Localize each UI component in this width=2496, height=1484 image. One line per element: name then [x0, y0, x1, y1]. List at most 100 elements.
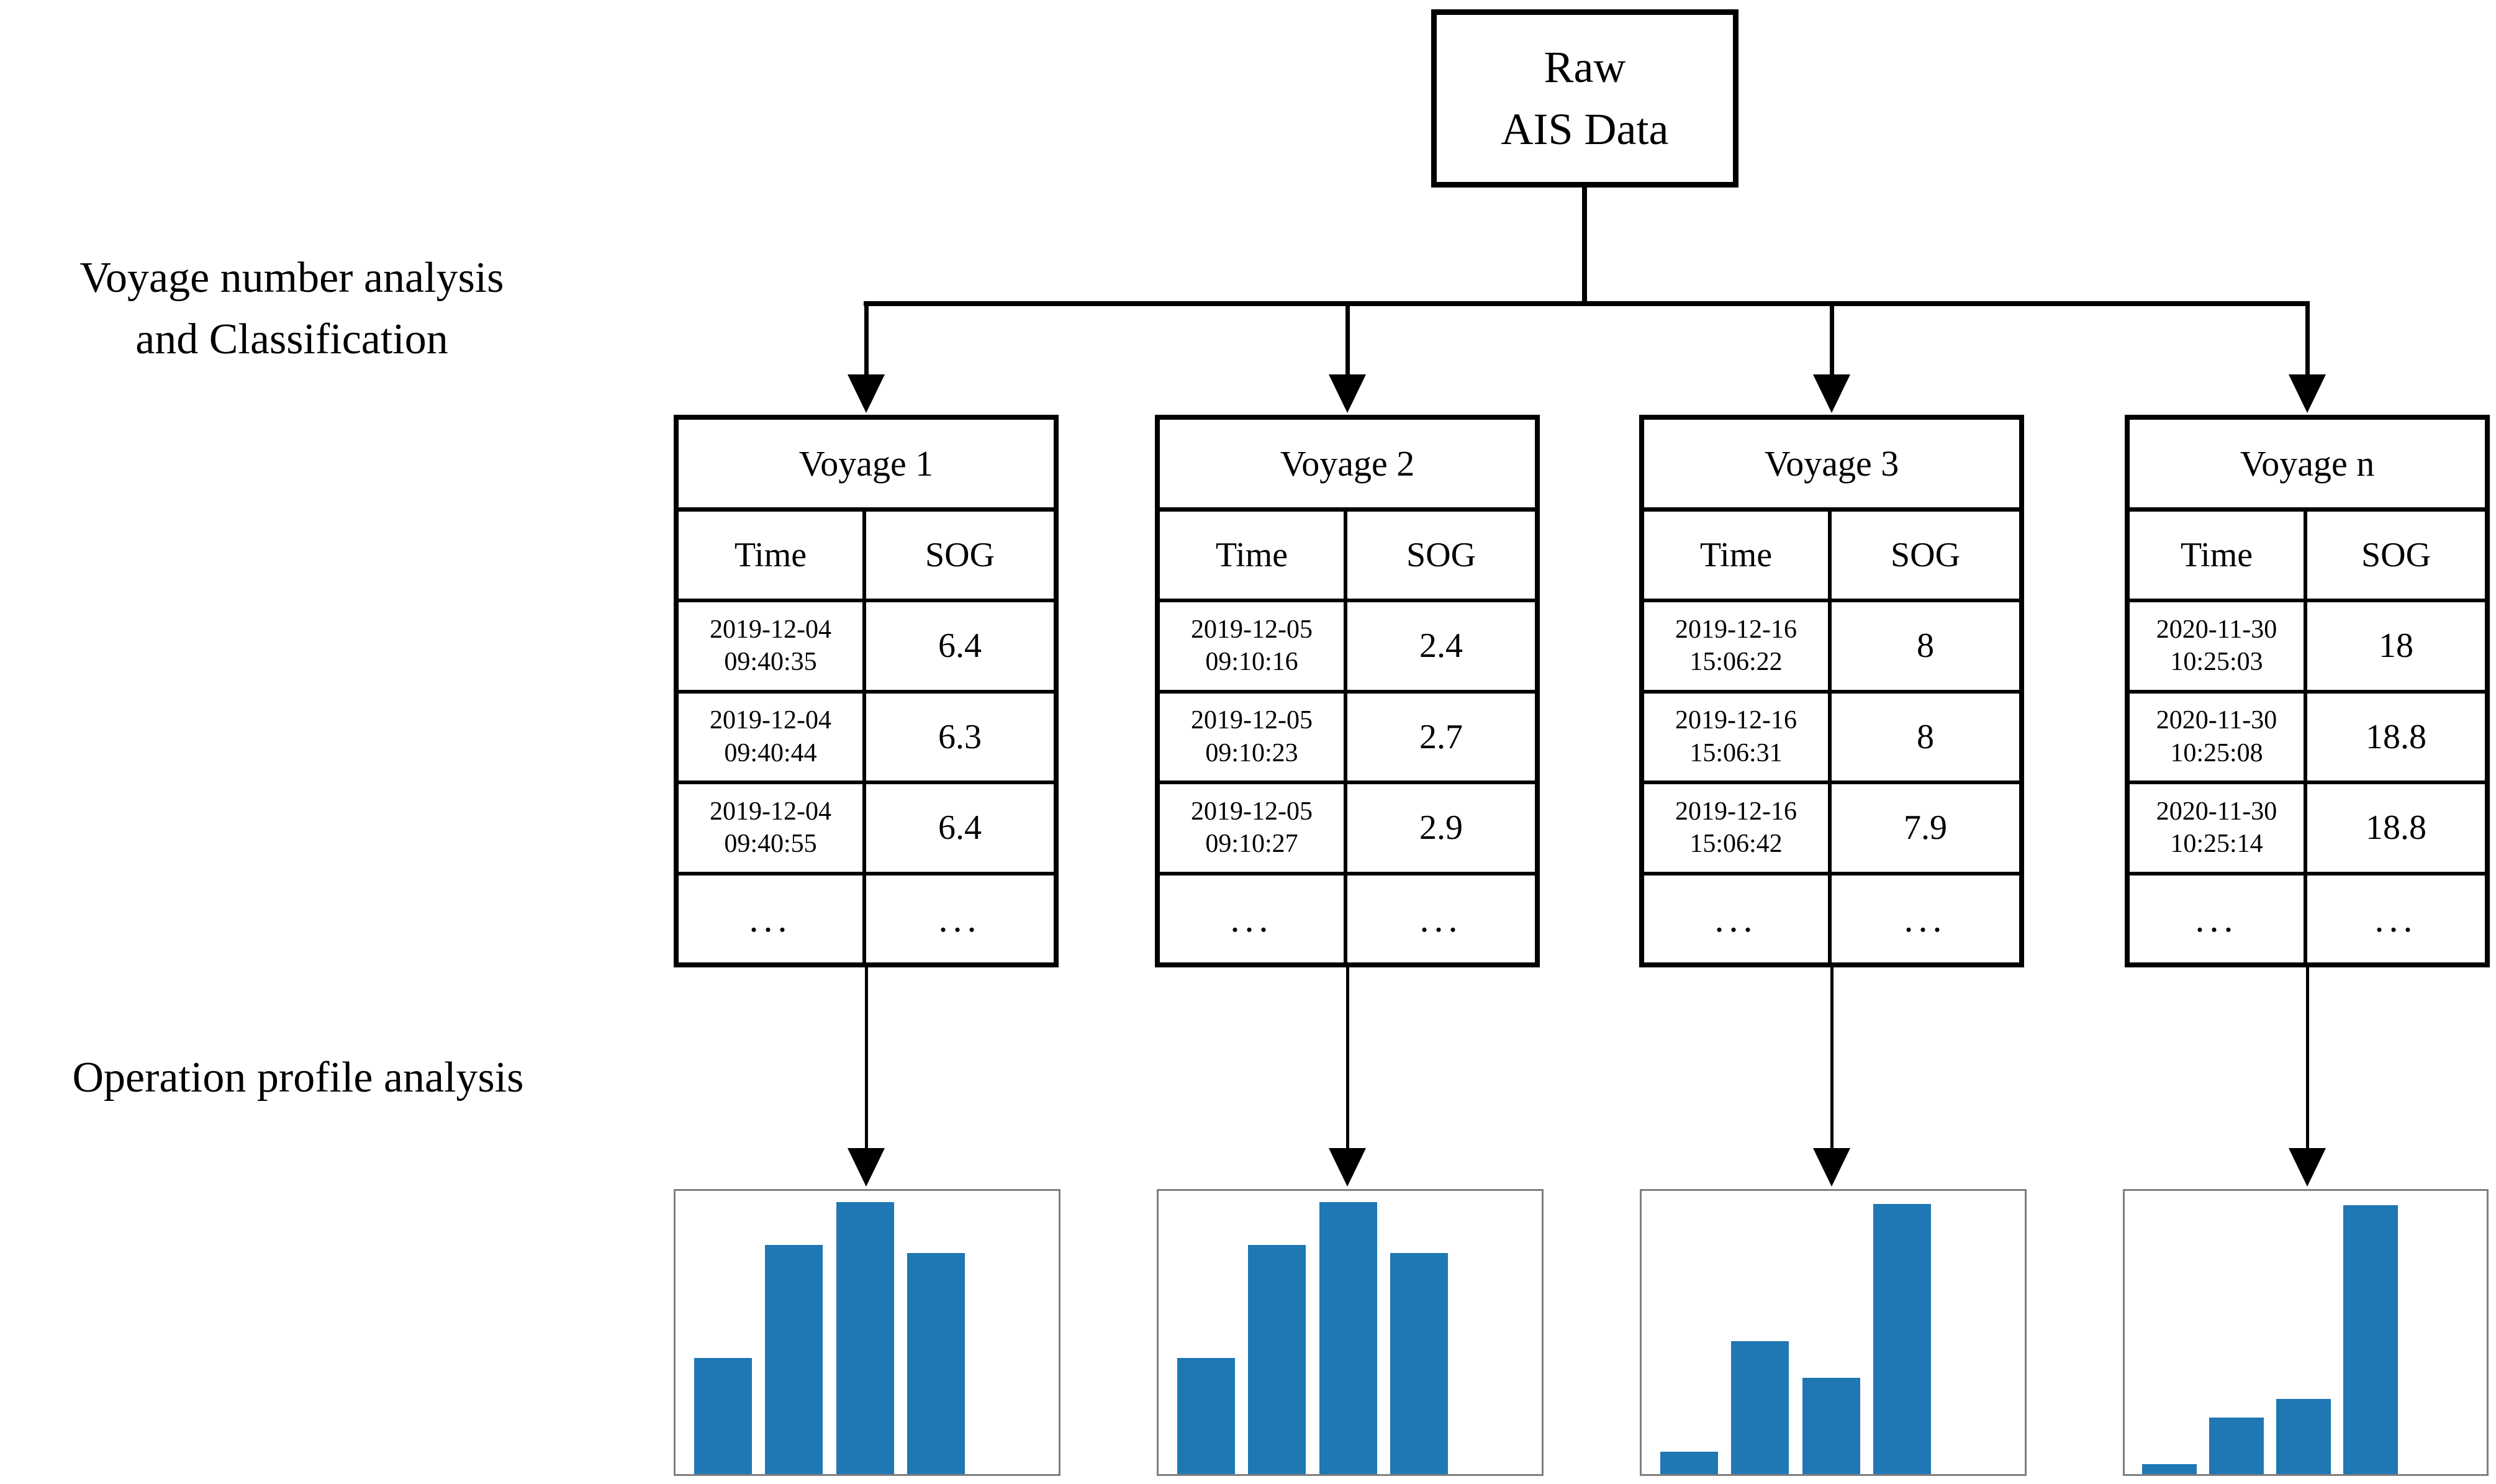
- time-cell: 2019-12-05 09:10:27: [1160, 784, 1347, 872]
- histogram-bar: [2276, 1399, 2331, 1474]
- time-column-header: Time: [2130, 511, 2307, 599]
- sog-cell: 6.4: [866, 602, 1054, 690]
- branch-arrow-head-icon: [848, 374, 885, 413]
- table-title: Voyage n: [2240, 443, 2375, 484]
- time-cell-date: 2019-12-05: [1191, 797, 1313, 826]
- branch-connector-shaft: [1830, 304, 1834, 377]
- time-cell-clock: 10:25:14: [2170, 830, 2263, 859]
- sog-value: 8: [1917, 627, 1934, 666]
- table-ellipsis-row: ......: [679, 875, 1054, 962]
- histogram-bar: [1873, 1203, 1932, 1474]
- sog-value: 6.3: [938, 717, 982, 756]
- sog-cell: 7.9: [1832, 784, 2019, 872]
- time-cell-clock: 09:10:16: [1205, 648, 1298, 677]
- histogram-bar: [907, 1253, 965, 1474]
- table-title: Voyage 3: [1764, 443, 1899, 484]
- histogram-bar: [1731, 1341, 1789, 1474]
- histogram-bar: [836, 1202, 894, 1474]
- time-cell-date: 2020-11-30: [2156, 706, 2277, 735]
- stage-label-voyage-analysis: Voyage number analysis and Classificatio…: [12, 247, 571, 371]
- sog-value: 18.8: [2366, 717, 2426, 756]
- time-cell-date: 2019-12-16: [1675, 797, 1797, 826]
- time-cell: 2020-11-30 10:25:14: [2130, 784, 2307, 872]
- time-cell-date: 2020-11-30: [2156, 615, 2277, 644]
- table-title: Voyage 1: [798, 443, 934, 484]
- time-cell-date: 2019-12-04: [710, 706, 831, 735]
- sog-value: 18.8: [2366, 808, 2426, 848]
- histogram-bar: [765, 1244, 823, 1474]
- sog-ellipsis: ...: [938, 898, 982, 939]
- sog-ellipsis-cell: ...: [1832, 875, 2019, 963]
- time-cell-date: 2020-11-30: [2156, 797, 2277, 826]
- raw-ais-data-box: Raw AIS Data: [1431, 9, 1739, 188]
- sog-cell: 6.4: [866, 784, 1054, 872]
- time-ellipsis: ...: [1230, 898, 1273, 939]
- sog-cell: 2.7: [1347, 694, 1535, 781]
- operation-profile-chart: [2123, 1189, 2489, 1476]
- sog-ellipsis: ...: [1419, 898, 1463, 939]
- stage-label-operation-profile: Operation profile analysis: [72, 1054, 524, 1102]
- table-to-chart-arrow-head-icon: [848, 1148, 885, 1187]
- sog-cell: 2.4: [1347, 602, 1535, 690]
- sog-value: 2.7: [1419, 717, 1463, 756]
- sog-value: 18: [2379, 627, 2413, 666]
- time-cell-date: 2019-12-05: [1191, 615, 1313, 644]
- table-to-chart-connector-shaft: [864, 967, 868, 1151]
- table-title-row: Voyage 3: [1644, 420, 2019, 512]
- time-cell-clock: 09:10:27: [1205, 830, 1298, 859]
- table-header-row: Time SOG: [1160, 511, 1535, 602]
- table-row: 2019-12-05 09:10:27 2.9: [1160, 784, 1535, 875]
- histogram-bar: [1177, 1358, 1235, 1474]
- branch-arrow-head-icon: [1329, 374, 1366, 413]
- table-ellipsis-row: ......: [1644, 875, 2019, 963]
- sog-column-header: SOG: [1406, 535, 1476, 574]
- histogram-bar: [1248, 1244, 1306, 1474]
- sog-ellipsis: ...: [2374, 898, 2418, 939]
- time-ellipsis-cell: ...: [1160, 875, 1347, 962]
- table-to-chart-arrow-head-icon: [1813, 1148, 1850, 1187]
- stage-label-voyage-analysis-line1: Voyage number analysis: [79, 254, 504, 302]
- histogram-bar: [1319, 1202, 1377, 1474]
- sog-cell: 18: [2307, 602, 2485, 690]
- connector-stem: [1582, 186, 1587, 304]
- table-ellipsis-row: ......: [2130, 875, 2485, 962]
- time-column-header: Time: [1160, 511, 1347, 599]
- connector-horizontal-bus: [864, 301, 2310, 306]
- branch-connector-shaft: [864, 304, 869, 377]
- time-ellipsis: ...: [749, 898, 792, 939]
- histogram-bar: [1660, 1451, 1718, 1474]
- sog-value: 2.9: [1419, 808, 1463, 848]
- sog-cell: 8: [1832, 694, 2019, 781]
- operation-profile-chart: [674, 1189, 1060, 1476]
- raw-ais-data-line1: Raw: [1544, 42, 1626, 93]
- histogram-bar: [1802, 1377, 1860, 1474]
- branch-arrow-head-icon: [2289, 374, 2326, 413]
- time-cell-date: 2019-12-16: [1675, 706, 1797, 735]
- time-ellipsis: ...: [2195, 898, 2238, 939]
- time-column-header: Time: [679, 511, 866, 599]
- sog-ellipsis-cell: ...: [1347, 875, 1535, 963]
- time-cell-date: 2019-12-04: [710, 615, 831, 644]
- sog-cell: 6.3: [866, 694, 1054, 781]
- sog-value: 7.9: [1904, 808, 1947, 848]
- time-cell-clock: 15:06:31: [1689, 738, 1783, 767]
- sog-value: 6.4: [938, 627, 982, 666]
- sog-column-header: SOG: [2361, 535, 2431, 574]
- sog-value: 6.4: [938, 808, 982, 848]
